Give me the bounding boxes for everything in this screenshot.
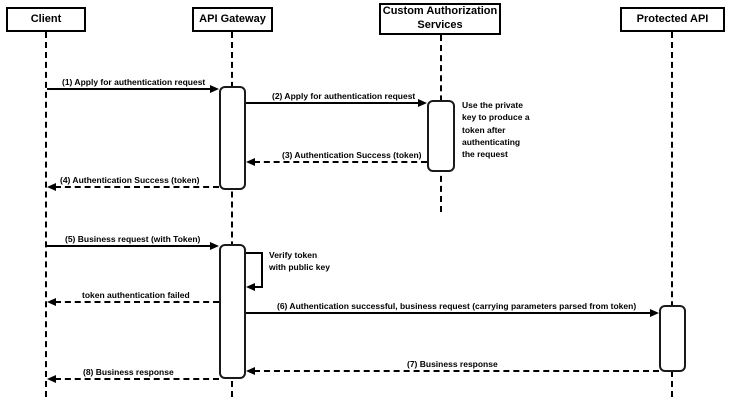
actor-box-custom-authorization-services: Custom Authorization Services [379,3,501,35]
message-line-3 [55,186,219,188]
activation-api-gateway-2 [219,244,246,379]
message-line-0 [47,88,211,90]
lifeline-protected-api [671,32,673,397]
arrowhead-icon [210,242,219,250]
message-label-2: (3) Authentication Success (token) [282,150,422,160]
activation-protected-api-3 [659,305,686,372]
message-label-3: (4) Authentication Success (token) [60,175,200,185]
arrowhead-icon [47,298,56,306]
actor-box-client: Client [6,7,86,32]
message-line-5 [55,301,219,303]
arrowhead-icon [650,309,659,317]
message-label-8: (8) Business response [83,367,174,377]
arrowhead-icon [418,99,427,107]
message-label-6: (6) Authentication successful, business … [277,301,637,311]
actor-box-api-gateway: API Gateway [192,7,273,32]
message-line-4 [47,245,211,247]
arrowhead-icon [246,283,255,291]
note-private-key: Use the private key to produce a token a… [462,100,530,160]
message-label-5: token authentication failed [82,290,190,300]
message-line-6 [246,312,651,314]
self-message-bottom-line [254,286,263,288]
message-line-7 [254,370,659,372]
arrowhead-icon [210,85,219,93]
message-label-4: (5) Business request (with Token) [65,234,201,244]
self-message-side-line [261,252,263,286]
message-label-7: (7) Business response [407,359,498,369]
lifeline-api-gateway [231,32,233,397]
lifeline-client [45,32,47,397]
arrowhead-icon [246,158,255,166]
activation-api-gateway-0 [219,86,246,190]
message-label-1: (2) Apply for authentication request [272,91,416,101]
message-label-0: (1) Apply for authentication request [62,77,206,87]
actor-box-protected-api: Protected API [620,7,725,32]
arrowhead-icon [246,367,255,375]
activation-custom-authorization-services-1 [427,100,455,172]
self-message-top-line [246,252,263,254]
arrowhead-icon [47,375,56,383]
self-message-label: Verify token with public key [269,250,330,273]
message-line-8 [55,378,219,380]
message-line-1 [246,102,419,104]
arrowhead-icon [47,183,56,191]
message-line-2 [254,161,427,163]
